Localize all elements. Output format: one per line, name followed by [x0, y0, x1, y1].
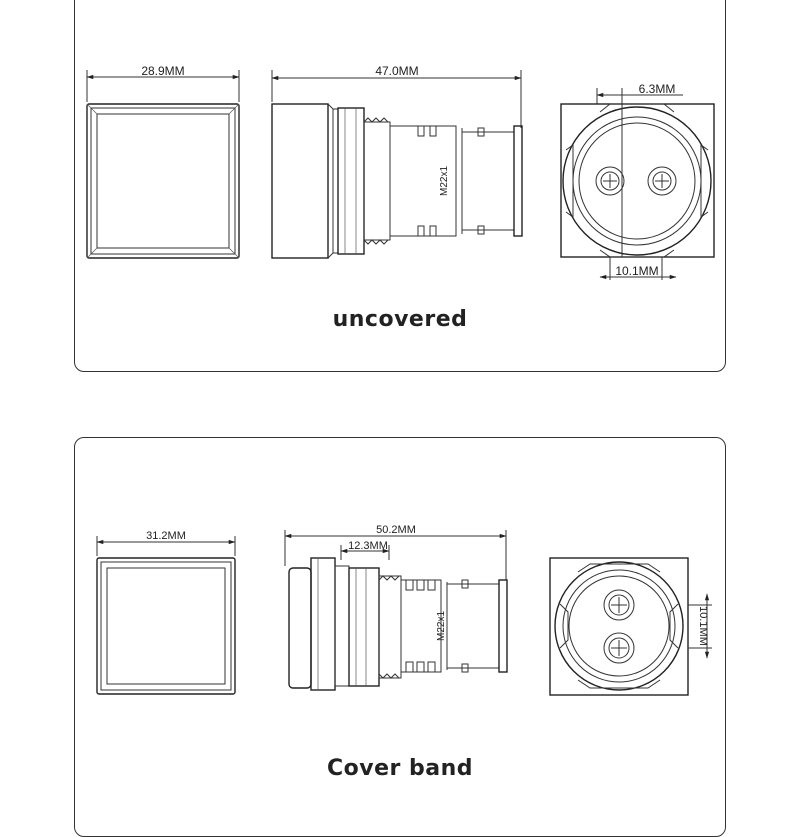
cover-rear-side-dim: 10.1MM — [697, 606, 709, 646]
uncovered-thread-label: M22x1 — [439, 166, 450, 196]
cover-side-length: 50.2MM — [376, 524, 416, 536]
uncovered-front-width: 28.9MM — [141, 64, 184, 78]
uncovered-rear-bottom-dim: 10.1MM — [615, 264, 658, 278]
uncovered-side-length: 47.0MM — [375, 64, 418, 78]
cover-side-partial: 12.3MM — [348, 540, 388, 552]
cover-rear-view — [549, 557, 712, 696]
cover-side-view — [284, 530, 508, 691]
cover-front-width: 31.2MM — [146, 530, 186, 542]
uncovered-front-view — [86, 70, 240, 259]
uncovered-caption: uncovered — [332, 307, 468, 332]
cover-band-panel — [74, 437, 726, 837]
uncovered-rear-top-dim: 6.3MM — [639, 82, 676, 96]
uncovered-side-view — [271, 70, 523, 259]
cover-band-caption: Cover band — [326, 756, 474, 781]
technical-drawing: 28.9MM 47.0MM M22x1 — [86, 64, 715, 696]
cover-thread-label: M22x1 — [436, 611, 447, 641]
cover-front-view — [96, 536, 236, 695]
uncovered-rear-view — [560, 88, 715, 280]
